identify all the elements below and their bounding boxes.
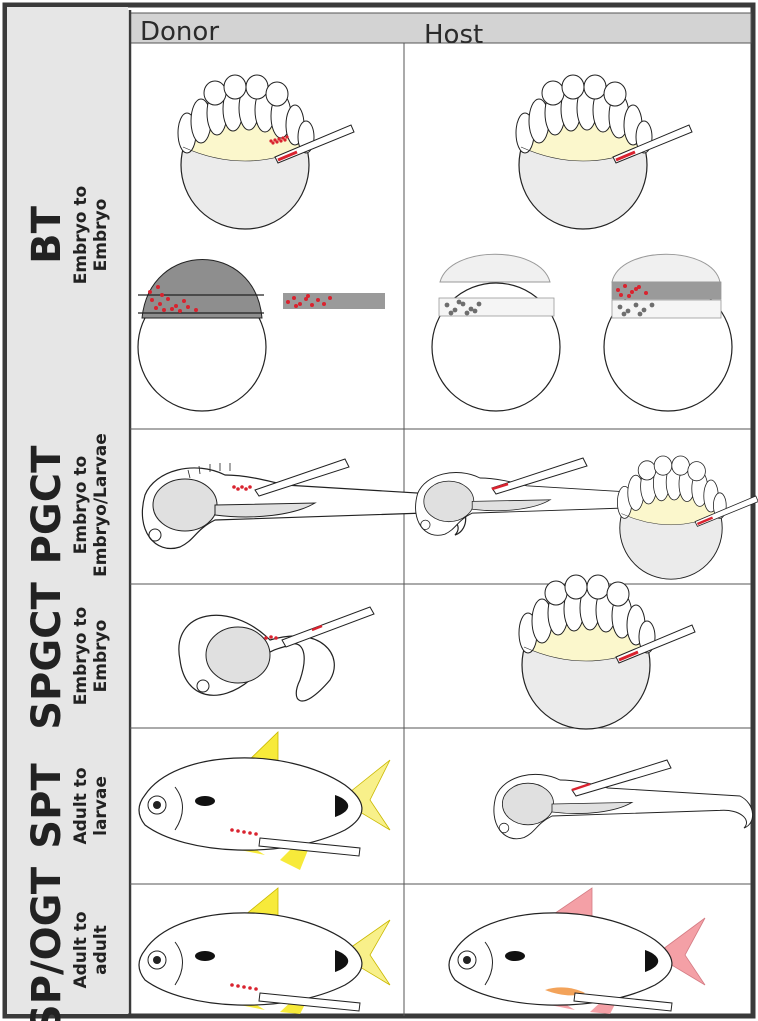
bt-host-chimeric-embryo: [604, 254, 732, 411]
row-desc-line1: Adult to: [71, 911, 91, 988]
donor-header: Donor: [140, 17, 219, 47]
row-abbrev: PGCT: [24, 445, 70, 565]
bt-donor-cut-embryo: [138, 260, 266, 412]
row-abbrev: SPGCT: [24, 581, 70, 729]
row-desc-line1: Embryo to: [71, 456, 91, 554]
row-desc-line1: Adult to: [71, 767, 91, 844]
row-desc-line2: adult: [91, 925, 111, 975]
row-abbrev: SPT: [24, 763, 70, 849]
bt-host-recipient-embryo: [432, 254, 560, 411]
bt-donor-excised-strip: [283, 293, 385, 309]
row-abbrev: SP/OGT: [24, 866, 70, 1021]
row-abbrev: BT: [24, 205, 70, 263]
row-label-pgct: PGCT Embryo to Embryo/Larvae: [24, 433, 111, 577]
row-desc-line2: larvae: [91, 776, 111, 836]
row-desc-line2: Embryo: [91, 199, 111, 272]
row-desc-line2: Embryo/Larvae: [91, 433, 111, 577]
row-desc-line1: Embryo to: [71, 607, 91, 705]
row-desc-line1: Embryo to: [71, 186, 91, 284]
host-header: Host: [424, 20, 483, 50]
row-desc-line2: Embryo: [91, 620, 111, 693]
